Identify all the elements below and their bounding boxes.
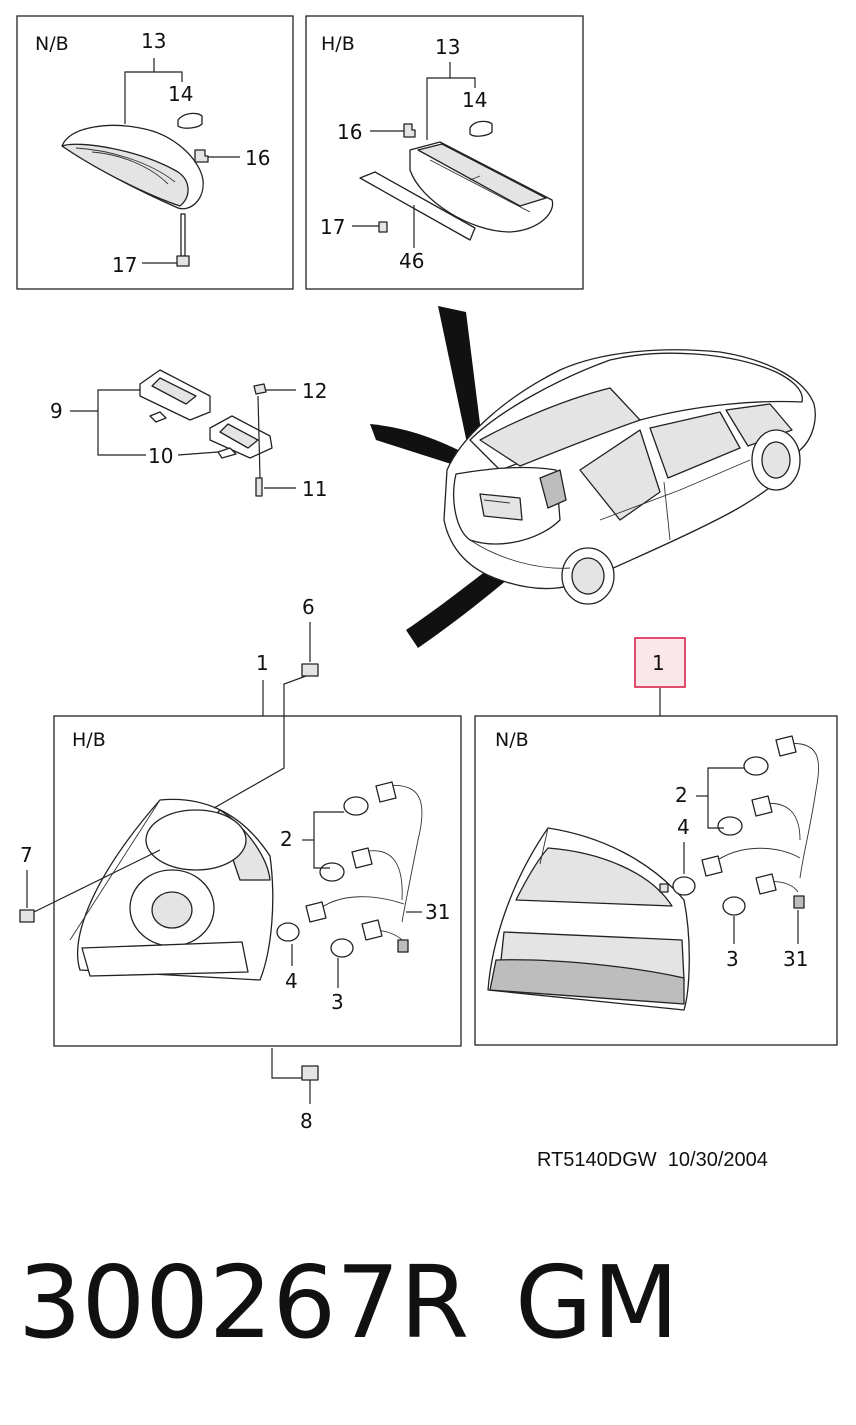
- panel-top-left: N/B 13 14 16 17: [16, 15, 294, 290]
- callout-4: 4: [285, 969, 298, 993]
- panel-bottom-right: N/B 1 2: [474, 637, 838, 1046]
- callout-2: 2: [280, 827, 293, 851]
- screw-11-part: [255, 477, 263, 497]
- bulb-14-part: [177, 112, 203, 129]
- screw-17-part: [378, 221, 388, 233]
- car-illustration: [370, 306, 816, 648]
- callout-17: 17: [320, 215, 345, 239]
- callouts-center: 6 1 7 8: [19, 595, 319, 1133]
- socket-harness-nb-part: [672, 735, 820, 916]
- callout-3: 3: [726, 947, 739, 971]
- callout-1: 1: [256, 651, 269, 675]
- diagram-code: RT5140DGW 10/30/2004: [537, 1149, 768, 1171]
- callout-46: 46: [399, 249, 424, 273]
- clip-16-part: [194, 149, 209, 163]
- callout-4: 4: [677, 815, 690, 839]
- section-label-bottom-left: H/B: [72, 729, 106, 751]
- section-label-top-left: N/B: [35, 33, 69, 55]
- callout-6: 6: [302, 595, 315, 619]
- callout-13: 13: [141, 29, 166, 53]
- highlighted-part-box: [634, 637, 686, 688]
- callout-31: 31: [425, 900, 450, 924]
- stop-lamp-part: [409, 141, 554, 233]
- callout-9: 9: [50, 399, 63, 423]
- callout-31: 31: [783, 947, 808, 971]
- callout-2: 2: [675, 783, 688, 807]
- callout-13: 13: [435, 35, 460, 59]
- callout-16: 16: [337, 120, 362, 144]
- callout-12: 12: [302, 379, 327, 403]
- bracket-46-part: [359, 171, 476, 241]
- screw-17-part: [180, 213, 186, 257]
- callout-1-highlighted: 1: [652, 651, 665, 675]
- section-label-bottom-right: N/B: [495, 729, 529, 751]
- bulb-14-part: [469, 120, 493, 137]
- stop-lamp-part: [61, 124, 204, 210]
- callout-14: 14: [462, 88, 487, 112]
- section-label-top-right: H/B: [321, 33, 355, 55]
- tail-lamp-nb-part: [487, 827, 690, 1011]
- panel-top-right: H/B 13 14 46 16 17: [305, 15, 584, 290]
- callout-16: 16: [245, 146, 270, 170]
- bolt-8-part: [301, 1065, 319, 1081]
- callout-7: 7: [20, 843, 33, 867]
- socket-harness-hb-part: [276, 781, 423, 958]
- callout-14: 14: [168, 82, 193, 106]
- screw-7-part: [19, 909, 35, 923]
- callout-3: 3: [331, 990, 344, 1014]
- license-lamp-group: 9 10 12 11: [50, 369, 327, 501]
- callout-8: 8: [300, 1109, 313, 1133]
- part-number: 300267R: [18, 1244, 470, 1361]
- nut-12-part: [253, 383, 267, 395]
- tail-lamp-hb-part: [69, 798, 274, 981]
- callout-11: 11: [302, 477, 327, 501]
- callout-10: 10: [148, 444, 173, 468]
- panel-bottom-left: H/B: [33, 712, 462, 1047]
- bolt-6-part: [301, 663, 319, 677]
- clip-16-part: [403, 123, 416, 138]
- callout-17: 17: [112, 253, 137, 277]
- brand-name: GM: [515, 1244, 679, 1361]
